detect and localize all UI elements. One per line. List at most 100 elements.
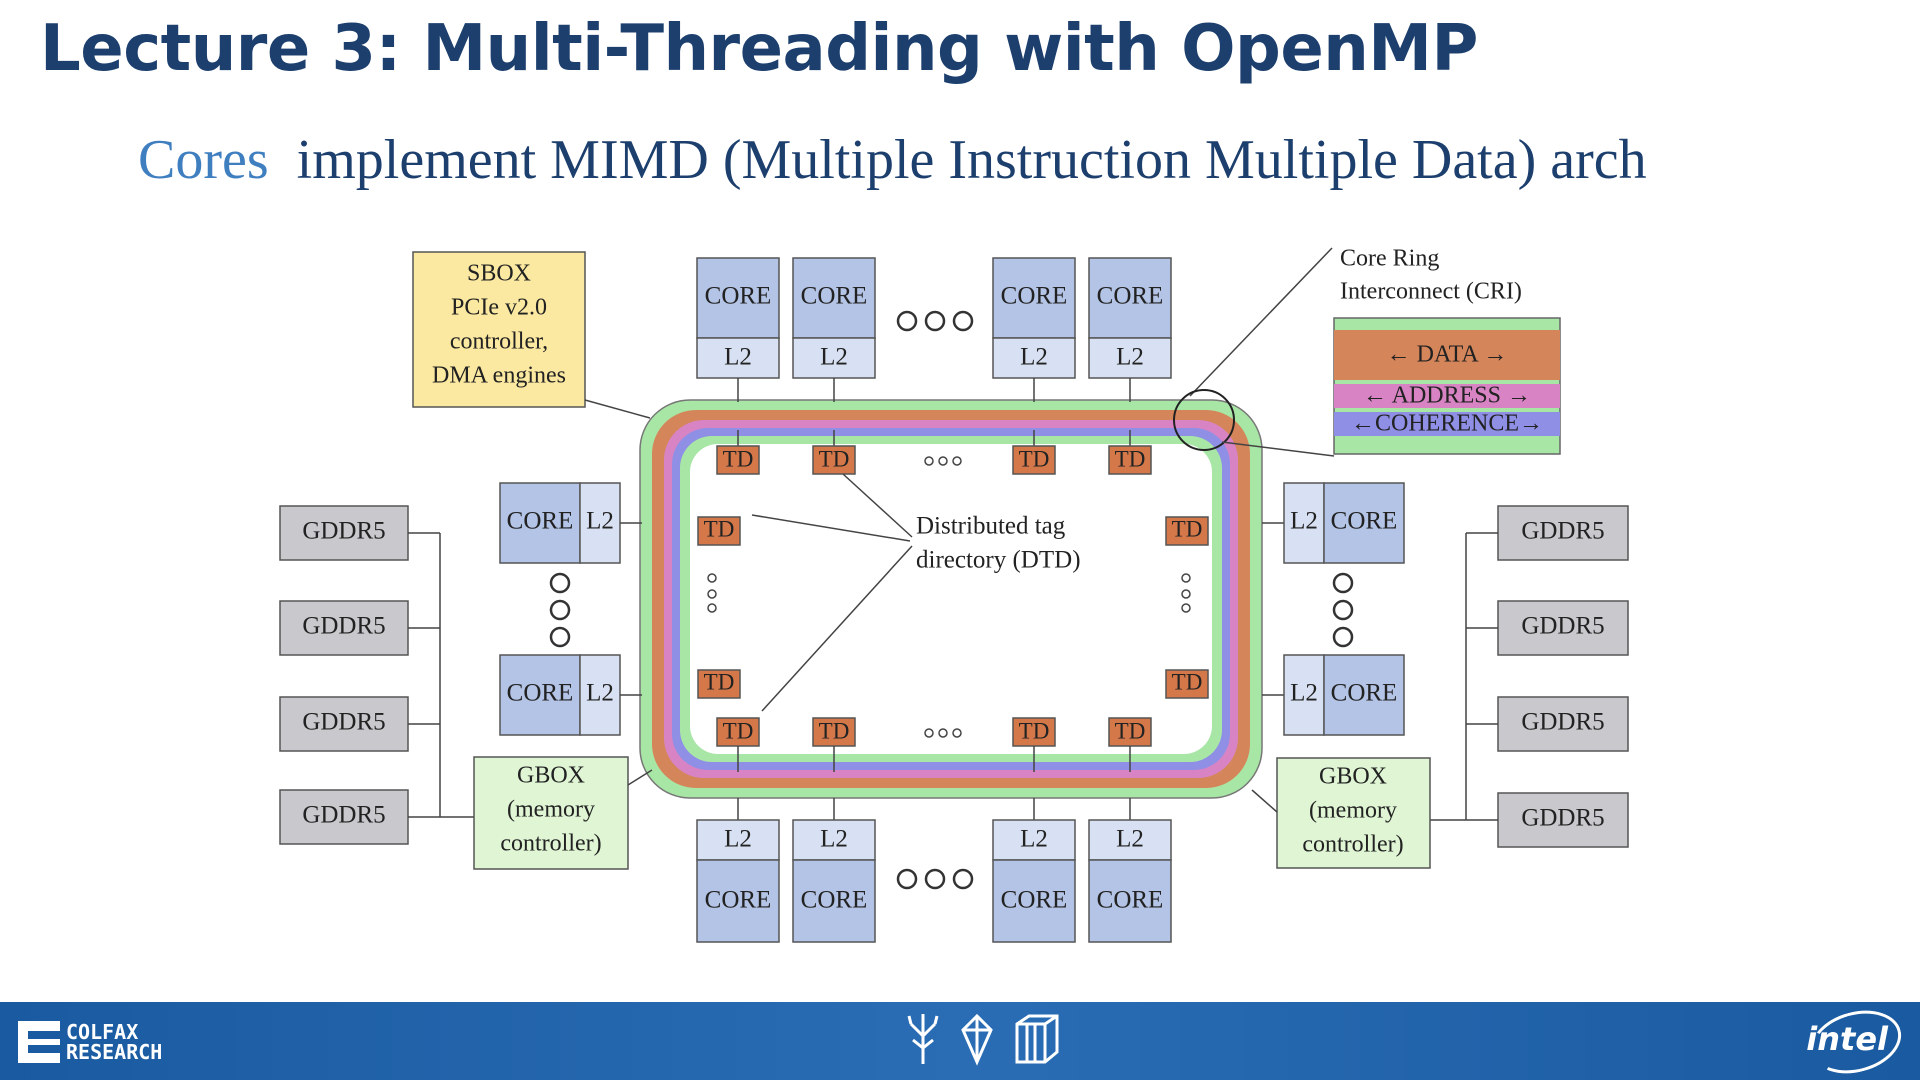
l2-label: L2 <box>1290 508 1318 535</box>
subtitle-text: implement MIMD (Multiple Instruction Mul… <box>296 129 1647 191</box>
gbox-left-line-2: controller) <box>500 831 601 857</box>
l2-block <box>696 819 780 861</box>
l2-block <box>992 819 1076 861</box>
gbox-ring-link <box>627 769 653 786</box>
cri-legend-data <box>1334 330 1560 380</box>
td-label: TD <box>1172 516 1203 541</box>
small-dot <box>924 456 934 466</box>
ellipsis-dot <box>549 626 571 648</box>
gbox-right-line-1: (memory <box>1309 798 1397 824</box>
td-label: TD <box>723 718 754 743</box>
gddr5-label: GDDR5 <box>1521 709 1604 736</box>
core-label: CORE <box>705 887 772 914</box>
td-block <box>697 669 741 699</box>
cri-label-line-1: Interconnect (CRI) <box>1340 279 1522 305</box>
logo-line-2: RESEARCH <box>66 1040 163 1064</box>
logo-line-1: COLFAX <box>66 1020 139 1044</box>
small-dot <box>1181 589 1191 599</box>
footer-icons <box>905 1012 1061 1066</box>
tree-icon <box>907 1014 939 1064</box>
slide-subtitle: Cores implement MIMD (Multiple Instructi… <box>138 128 1647 192</box>
l2-block <box>1283 482 1325 564</box>
ellipsis-dot <box>924 310 946 332</box>
gbox-right-line-0: GBOX <box>1319 764 1387 790</box>
l2-label: L2 <box>586 508 614 535</box>
colfax-logo: COLFAX RESEARCH <box>18 1020 162 1064</box>
ellipsis-dot <box>549 572 571 594</box>
small-dot <box>1181 573 1191 583</box>
cri-legend-coherence <box>1334 412 1560 436</box>
core-block <box>1323 482 1405 564</box>
gbox-left-line-1: (memory <box>507 797 595 823</box>
gddr5-block <box>1497 600 1629 656</box>
core-label: CORE <box>1097 283 1164 310</box>
l2-label: L2 <box>1116 826 1144 853</box>
ellipsis-dot <box>896 310 918 332</box>
gddr5-label: GDDR5 <box>302 709 385 736</box>
cri-zoom-line <box>1221 441 1335 457</box>
core-label: CORE <box>1001 887 1068 914</box>
l2-label: L2 <box>820 344 848 371</box>
td-block <box>716 445 760 475</box>
gbox-right <box>1276 757 1431 869</box>
td-block <box>1108 717 1152 747</box>
td-label: TD <box>819 718 850 743</box>
slide-title: Lecture 3: Multi-Threading with OpenMP <box>40 12 1478 86</box>
intel-logo: intel <box>1806 1020 1888 1058</box>
ellipsis-dot <box>896 868 918 890</box>
cri-lane-address: ← ADDRESS → <box>1363 383 1531 409</box>
l2-block <box>579 482 621 564</box>
core-label: CORE <box>1331 508 1398 535</box>
colfax-logo-mark <box>18 1021 60 1063</box>
l2-block <box>1088 337 1172 379</box>
td-label: TD <box>723 446 754 471</box>
core-label: CORE <box>1331 680 1398 707</box>
l2-block <box>792 819 876 861</box>
sbox-line-1: PCIe v2.0 <box>451 295 547 321</box>
ellipsis-dot <box>952 310 974 332</box>
small-dot <box>1181 603 1191 613</box>
gddr5-label: GDDR5 <box>1521 518 1604 545</box>
core-block <box>992 257 1076 339</box>
gddr5-label: GDDR5 <box>1521 613 1604 640</box>
gbox-right-line-2: controller) <box>1302 832 1403 858</box>
td-block <box>1165 516 1209 546</box>
gddr5-label: GDDR5 <box>302 613 385 640</box>
l2-block <box>696 337 780 379</box>
td-label: TD <box>1019 718 1050 743</box>
core-block <box>1088 257 1172 339</box>
core-block <box>792 257 876 339</box>
td-label: TD <box>704 516 735 541</box>
gddr5-block <box>1497 505 1629 561</box>
dtd-pointer <box>842 473 913 538</box>
ellipsis-dot <box>1332 572 1354 594</box>
dtd-label-line-0: Distributed tag <box>916 513 1066 540</box>
sbox-line-3: DMA engines <box>432 363 566 389</box>
small-dot <box>938 728 948 738</box>
small-dot <box>707 589 717 599</box>
gddr5-label: GDDR5 <box>1521 805 1604 832</box>
small-dot <box>952 728 962 738</box>
l2-block <box>992 337 1076 379</box>
core-block <box>1088 859 1172 943</box>
small-dot <box>707 603 717 613</box>
l2-block <box>1283 654 1325 736</box>
small-dot <box>707 573 717 583</box>
gbox-left-line-0: GBOX <box>517 763 585 789</box>
dtd-pointer <box>751 514 911 542</box>
ellipsis-dot <box>952 868 974 890</box>
td-label: TD <box>704 669 735 694</box>
ellipsis-dot <box>1332 626 1354 648</box>
cri-lane-coherence: ←COHERENCE→ <box>1351 411 1543 437</box>
ring-layer-5 <box>690 444 1212 754</box>
l2-label: L2 <box>1020 344 1048 371</box>
core-label: CORE <box>801 887 868 914</box>
gddr5-label: GDDR5 <box>302 518 385 545</box>
core-label: CORE <box>1097 887 1164 914</box>
core-label: CORE <box>1001 283 1068 310</box>
td-block <box>1108 445 1152 475</box>
mic-architecture-diagram: COREL2TDTDL2CORECOREL2TDTDL2CORECOREL2TD… <box>279 246 1629 943</box>
core-label: CORE <box>507 680 574 707</box>
l2-label: L2 <box>586 680 614 707</box>
small-dot <box>952 456 962 466</box>
